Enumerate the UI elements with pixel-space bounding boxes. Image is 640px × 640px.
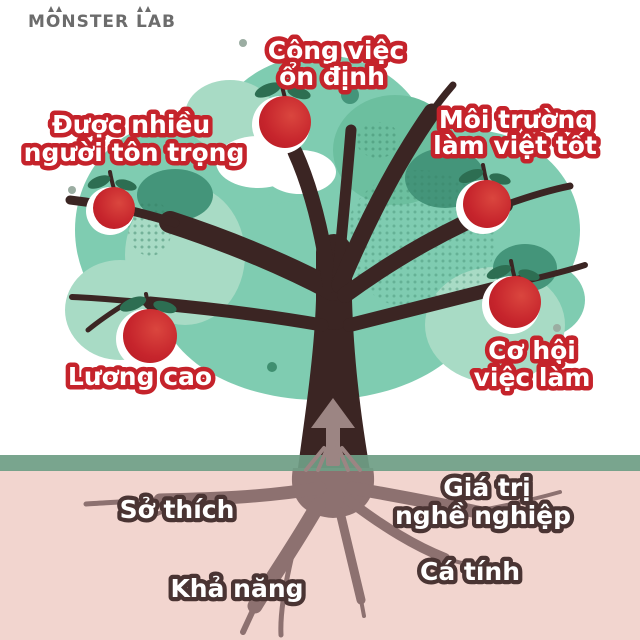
label-values-line1: Giá trị bbox=[443, 473, 531, 502]
label-personality: Cá tính bbox=[420, 557, 520, 586]
monster-lab-logo: MONSTER LAB bbox=[28, 6, 176, 32]
label-salary: Lương cao bbox=[68, 362, 212, 391]
halftone-texture bbox=[356, 122, 400, 158]
label-respected-line1: Được nhiều bbox=[52, 110, 210, 139]
apples bbox=[86, 78, 541, 369]
apple-stable-job bbox=[252, 78, 311, 154]
logo-ear-icon bbox=[137, 6, 143, 12]
growth-arrow-icon bbox=[304, 398, 362, 472]
apple-opportunity bbox=[482, 259, 541, 334]
label-environment-line1: Môi trường bbox=[439, 105, 593, 134]
logo-ear-icon bbox=[48, 6, 54, 12]
logo-text: MONSTER LAB bbox=[28, 12, 176, 32]
label-opportunity-line2: việc làm bbox=[474, 363, 591, 392]
label-ability: Khả năng bbox=[170, 574, 303, 603]
label-stable-job-line1: Công việc bbox=[268, 36, 405, 65]
apple-salary bbox=[116, 292, 177, 369]
logo-ear-icon bbox=[145, 6, 151, 12]
label-hobby: Sở thích bbox=[120, 495, 235, 524]
label-respected-line2: người tôn trọng bbox=[24, 138, 245, 167]
tree-roots bbox=[83, 468, 569, 638]
label-environment-line2: làm việt tốt bbox=[433, 131, 597, 160]
fruit-labels: Công việc ổn định Được nhiều người tôn t… bbox=[19, 32, 601, 397]
apple-environment bbox=[456, 163, 511, 234]
root-labels: Sở thích Giá trị nghề nghiệp Khả năng Cá… bbox=[115, 469, 575, 608]
apple-respected bbox=[86, 170, 137, 235]
label-opportunity-line1: Cơ hội bbox=[488, 336, 576, 365]
logo-ear-icon bbox=[56, 6, 62, 12]
decorative-dots bbox=[68, 39, 575, 372]
label-values-line2: nghề nghiệp bbox=[395, 501, 571, 530]
canopy-dark-spot bbox=[341, 86, 359, 104]
label-stable-job-line2: ổn định bbox=[279, 61, 385, 91]
